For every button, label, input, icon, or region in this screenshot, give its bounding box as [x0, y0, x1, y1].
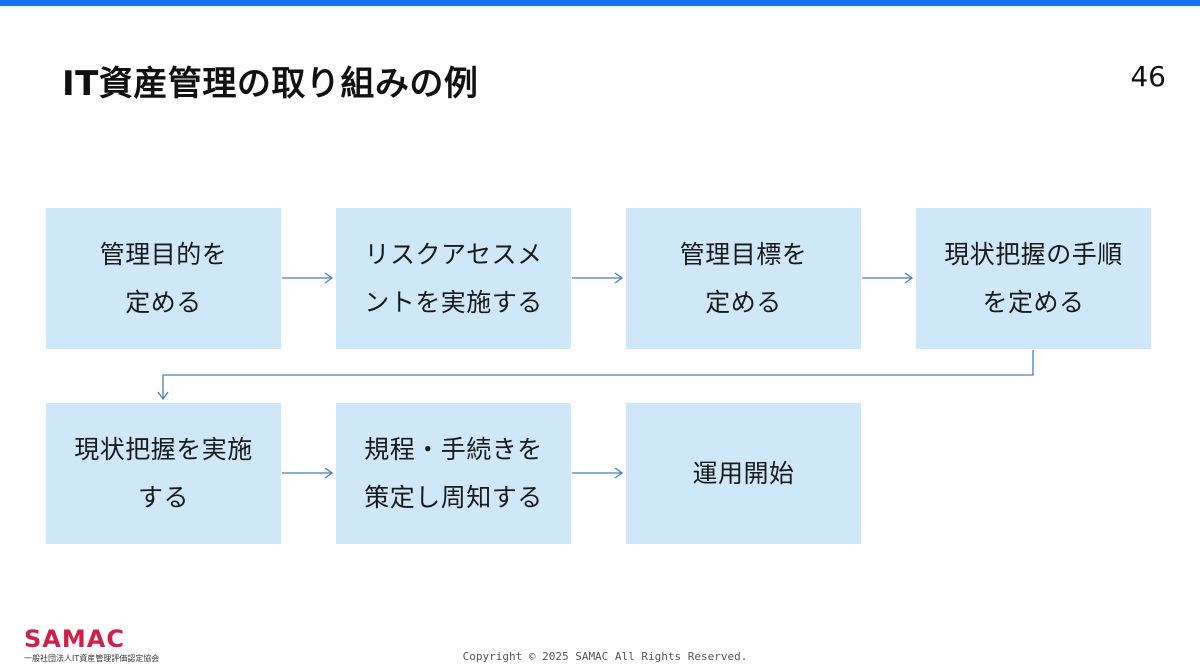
top-accent-bar [0, 0, 1200, 6]
flow-step-1-line1: 管理目的を [99, 239, 228, 269]
samac-logo: SAMAC 一般社団法人IT資産管理評価認定協会 [24, 626, 164, 665]
flow-step-1-line2: 定める [125, 287, 202, 317]
flow-step-4-label: 現状把握の手順 を定める [944, 231, 1123, 327]
flow-step-1-label: 管理目的を 定める [100, 231, 228, 327]
flow-step-5: 現状把握を実施 する [46, 403, 281, 544]
flow-step-4-line2: を定める [982, 287, 1085, 317]
arrow-2-to-3 [572, 272, 624, 284]
flow-step-5-line1: 現状把握を実施 [74, 434, 253, 464]
arrow-1-to-2 [282, 272, 334, 284]
flow-step-2-label: リスクアセスメ ントを実施する [364, 231, 543, 327]
flow-step-2: リスクアセスメ ントを実施する [336, 208, 571, 349]
arrow-3-to-4 [862, 272, 914, 284]
flow-step-5-line2: する [137, 482, 189, 512]
slide-title: IT資産管理の取り組みの例 [62, 64, 479, 104]
flow-step-5-label: 現状把握を実施 する [74, 426, 253, 522]
flow-step-3-line2: 定める [705, 287, 782, 317]
flow-step-6: 規程・手続きを 策定し周知する [336, 403, 571, 544]
flow-step-4: 現状把握の手順 を定める [916, 208, 1151, 349]
arrow-5-to-6 [282, 467, 334, 479]
logo-wordmark: SAMAC [24, 625, 125, 653]
copyright-notice: Copyright © 2025 SAMAC All Rights Reserv… [462, 650, 748, 663]
flow-step-7-line1: 運用開始 [692, 458, 795, 488]
flow-step-3-label: 管理目標を 定める [680, 231, 808, 327]
flow-step-7: 運用開始 [626, 403, 861, 544]
arrow-6-to-7 [572, 467, 624, 479]
flow-step-3: 管理目標を 定める [626, 208, 861, 349]
flow-step-6-line1: 規程・手続きを [364, 434, 543, 464]
flow-step-1: 管理目的を 定める [46, 208, 281, 349]
logo-subtitle: 一般社団法人IT資産管理評価認定協会 [24, 654, 160, 663]
flow-step-4-line1: 現状把握の手順 [944, 239, 1123, 269]
flow-step-7-label: 運用開始 [692, 450, 794, 498]
flow-step-3-line1: 管理目標を [679, 239, 808, 269]
flow-step-2-line1: リスクアセスメ [364, 239, 543, 269]
flow-step-6-label: 規程・手続きを 策定し周知する [364, 426, 543, 522]
page-number: 46 [1130, 60, 1166, 93]
flow-step-2-line2: ントを実施する [364, 287, 543, 317]
arrow-4-to-5 [157, 350, 1034, 401]
flow-step-6-line2: 策定し周知する [364, 482, 543, 512]
